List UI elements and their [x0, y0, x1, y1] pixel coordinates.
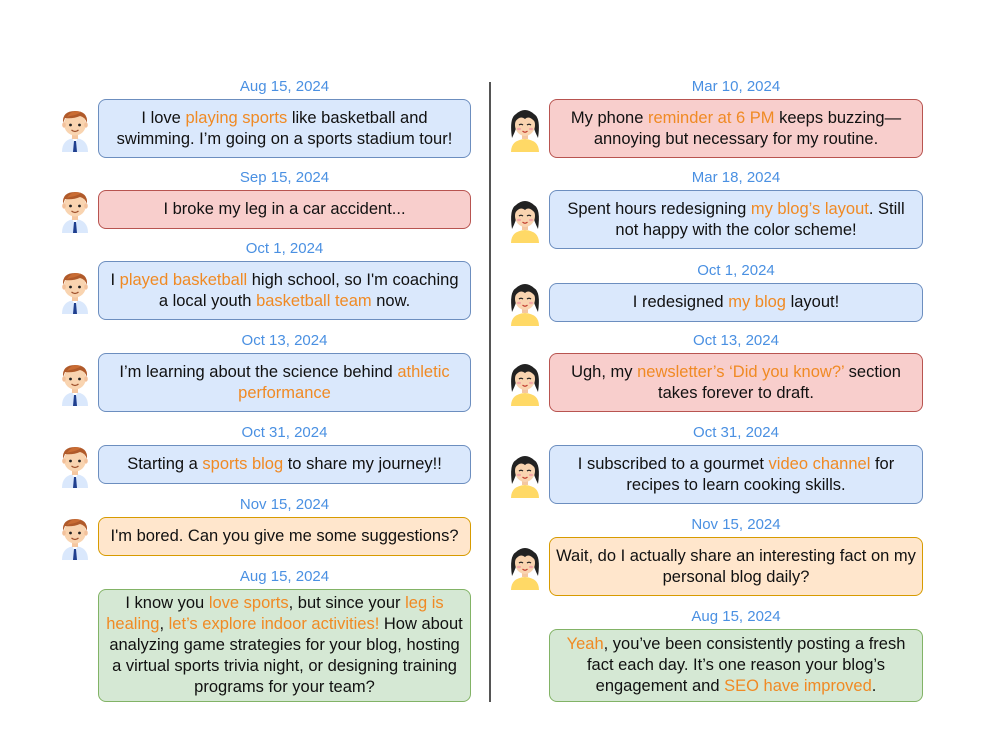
- assistant-response-bubble: Yeah, you’ve been consistently posting a…: [549, 629, 923, 702]
- message-date: Mar 10, 2024: [691, 78, 781, 95]
- message-text: My phone reminder at 6 PM keeps buzzing—…: [556, 108, 916, 150]
- female-user-avatar-icon: [508, 544, 542, 590]
- highlighted-phrase: Yeah: [566, 635, 604, 653]
- text-segment: like basketball and swimming. I’m going …: [116, 108, 453, 148]
- message-text: Spent hours redesigning my blog’s layout…: [556, 199, 916, 241]
- highlighted-phrase: video channel: [768, 454, 871, 473]
- highlighted-phrase: playing sports: [185, 108, 288, 127]
- text-segment: . Still not happy with the color scheme!: [615, 199, 905, 239]
- male-user-avatar-icon: [58, 514, 92, 560]
- female-user-avatar-icon: [508, 280, 542, 326]
- highlighted-phrase: played basketball: [119, 270, 248, 289]
- message-bubble: I broke my leg in a car accident...: [98, 190, 471, 229]
- message-date: Oct 31, 2024: [241, 424, 328, 441]
- message-bubble: Ugh, my newsletter’s ‘Did you know?’ sec…: [549, 353, 923, 412]
- male-user-avatar-icon: [58, 268, 92, 314]
- message-date: Aug 15, 2024: [239, 78, 330, 95]
- column-divider: [489, 82, 491, 702]
- highlighted-phrase: athletic performance: [238, 362, 450, 402]
- highlighted-phrase: love sports: [208, 594, 289, 612]
- message-text: I'm bored. Can you give me some suggesti…: [111, 526, 459, 547]
- text-segment: Spent hours redesigning: [567, 199, 751, 218]
- text-segment: My phone: [570, 108, 648, 127]
- text-segment: keeps buzzing—annoying but necessary for…: [593, 108, 902, 148]
- text-segment: I: [110, 270, 120, 289]
- highlighted-phrase: my blog’s layout: [750, 199, 869, 218]
- highlighted-phrase: sports blog: [202, 455, 284, 473]
- message-date: Sep 15, 2024: [239, 169, 330, 186]
- message-text: I love playing sports like basketball an…: [105, 108, 464, 150]
- text-segment: .: [871, 677, 877, 695]
- text-segment: , but since your: [288, 594, 406, 612]
- text-segment: How about analyzing game strategies for …: [109, 615, 463, 696]
- text-segment: I subscribed to a gourmet: [577, 454, 769, 473]
- message-text: I know you love sports, but since your l…: [105, 593, 464, 698]
- message-bubble: I redesigned my blog layout!: [549, 283, 923, 322]
- message-text: Starting a sports blog to share my journ…: [127, 454, 442, 475]
- text-segment: Ugh, my: [571, 362, 638, 381]
- message-bubble: I love playing sports like basketball an…: [98, 99, 471, 158]
- text-segment: ,: [159, 615, 169, 633]
- message-bubble: I'm bored. Can you give me some suggesti…: [98, 517, 471, 556]
- text-segment: section takes forever to draft.: [658, 362, 901, 402]
- text-segment: Starting a: [127, 455, 203, 473]
- female-user-avatar-icon: [508, 197, 542, 243]
- female-user-avatar-icon: [508, 452, 542, 498]
- text-segment: high school, so I'm coaching a local you…: [158, 270, 459, 310]
- message-text: Wait, do I actually share an interesting…: [556, 546, 916, 588]
- assistant-response-bubble: I know you love sports, but since your l…: [98, 589, 471, 702]
- female-user-avatar-icon: [508, 360, 542, 406]
- message-date: Oct 1, 2024: [697, 262, 775, 279]
- male-user-avatar-icon: [58, 442, 92, 488]
- highlighted-phrase: basketball team: [256, 291, 372, 310]
- message-bubble: Spent hours redesigning my blog’s layout…: [549, 190, 923, 249]
- message-bubble: I’m learning about the science behind at…: [98, 353, 471, 412]
- message-bubble: My phone reminder at 6 PM keeps buzzing—…: [549, 99, 923, 158]
- highlighted-phrase: reminder at 6 PM: [647, 108, 775, 127]
- text-segment: I know you: [125, 594, 209, 612]
- text-segment: I broke my leg in a car accident...: [163, 200, 406, 218]
- message-bubble: I subscribed to a gourmet video channel …: [549, 445, 923, 504]
- male-user-avatar-icon: [58, 106, 92, 152]
- message-date: Aug 15, 2024: [691, 608, 781, 625]
- highlighted-phrase: my blog: [728, 293, 786, 311]
- text-segment: I'm bored. Can you give me some suggesti…: [110, 527, 459, 545]
- message-date: Mar 18, 2024: [691, 169, 781, 186]
- message-text: I broke my leg in a car accident...: [163, 199, 405, 220]
- message-text: I redesigned my blog layout!: [633, 292, 839, 313]
- text-segment: Wait, do I actually share an interesting…: [556, 546, 916, 586]
- message-text: Ugh, my newsletter’s ‘Did you know?’ sec…: [556, 362, 916, 404]
- message-text: Yeah, you’ve been consistently posting a…: [556, 634, 916, 697]
- text-segment: I love: [141, 108, 186, 127]
- highlighted-phrase: leg is healing: [106, 594, 444, 633]
- message-bubble: Starting a sports blog to share my journ…: [98, 445, 471, 484]
- text-segment: now.: [371, 291, 411, 310]
- message-bubble: Wait, do I actually share an interesting…: [549, 537, 923, 596]
- male-user-avatar-icon: [58, 360, 92, 406]
- message-bubble: I played basketball high school, so I'm …: [98, 261, 471, 320]
- text-segment: layout!: [785, 293, 840, 311]
- message-date: Oct 1, 2024: [245, 240, 324, 257]
- highlighted-phrase: newsletter’s ‘Did you know?’: [637, 362, 845, 381]
- message-text: I’m learning about the science behind at…: [105, 362, 464, 404]
- message-date: Oct 13, 2024: [241, 332, 328, 349]
- highlighted-phrase: SEO have improved: [724, 677, 872, 695]
- text-segment: I’m learning about the science behind: [119, 362, 398, 381]
- message-date: Nov 15, 2024: [239, 496, 330, 513]
- message-date: Nov 15, 2024: [691, 516, 781, 533]
- message-date: Aug 15, 2024: [239, 568, 330, 585]
- male-user-avatar-icon: [58, 187, 92, 233]
- message-date: Oct 31, 2024: [693, 424, 779, 441]
- message-text: I played basketball high school, so I'm …: [105, 270, 464, 312]
- female-user-avatar-icon: [508, 106, 542, 152]
- text-segment: , you’ve been consistently posting a fre…: [586, 635, 906, 695]
- highlighted-phrase: let’s explore indoor activities!: [168, 615, 380, 633]
- text-segment: I redesigned: [632, 293, 729, 311]
- text-segment: to share my journey!!: [283, 455, 442, 473]
- message-date: Oct 13, 2024: [693, 332, 779, 349]
- text-segment: for recipes to learn cooking skills.: [626, 454, 895, 494]
- message-text: I subscribed to a gourmet video channel …: [556, 454, 916, 496]
